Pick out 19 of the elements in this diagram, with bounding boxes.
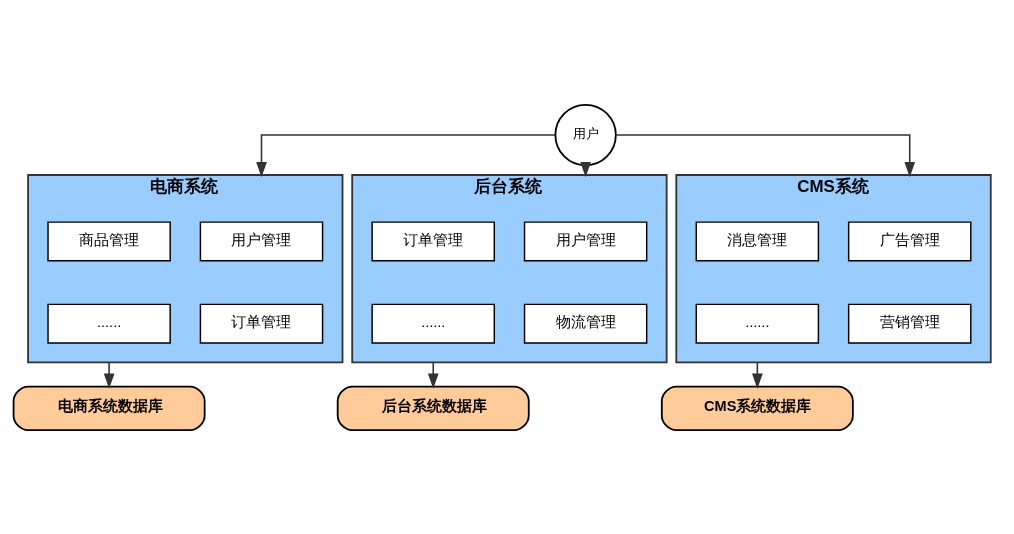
- node-box: 订单管理: [199, 303, 324, 344]
- node-box: ......: [371, 303, 496, 344]
- node-box: 后台系统数据库: [336, 385, 530, 431]
- node-box: ......: [695, 303, 820, 344]
- arrow: [103, 361, 115, 389]
- node-box: 电商系统数据库: [12, 385, 206, 431]
- node-box: 订单管理: [371, 220, 496, 262]
- node-box: 商品管理: [47, 220, 171, 262]
- node-box: 物流管理: [523, 303, 648, 344]
- node-box: 用户管理: [523, 220, 648, 262]
- node-box: 用户管理: [199, 220, 324, 262]
- node-box: 营销管理: [847, 303, 972, 344]
- arrow: [256, 133, 556, 177]
- node-box: 消息管理: [695, 220, 820, 262]
- arrow: [615, 133, 916, 177]
- arrow: [427, 361, 439, 389]
- node-box: ......: [47, 303, 171, 344]
- node-box: CMS系统数据库: [660, 385, 854, 431]
- node-box: 广告管理: [847, 220, 972, 262]
